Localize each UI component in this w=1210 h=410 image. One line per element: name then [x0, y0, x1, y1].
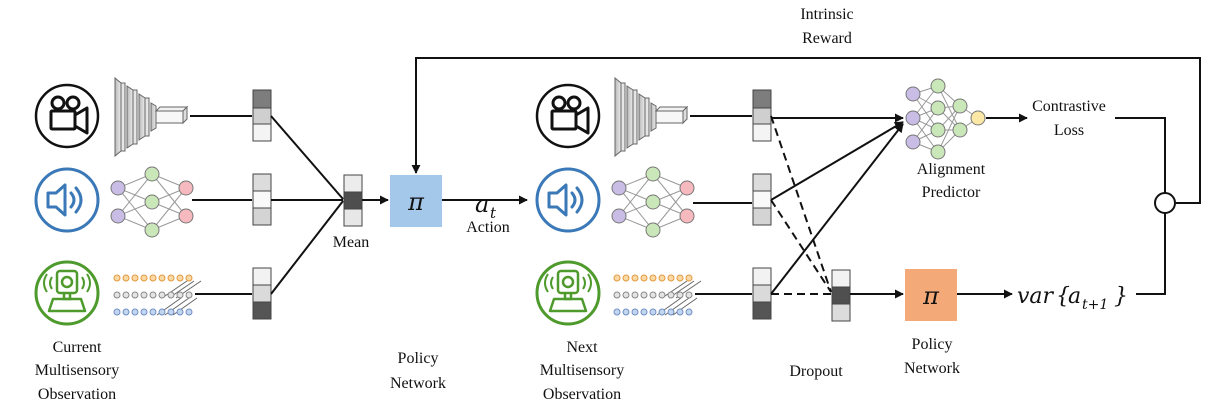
- camera-icon: [34, 83, 100, 149]
- policy-network-label-right-2: Network: [904, 360, 960, 377]
- connector: [270, 200, 344, 295]
- policy-network-label-left-1: Policy: [398, 350, 439, 367]
- cnn-encoder-current: [114, 77, 188, 157]
- next-obs-label-2: Multisensory: [540, 362, 624, 379]
- current-obs-label-1: Current: [53, 339, 102, 356]
- combine-node: [1154, 192, 1176, 214]
- feature-vector-tactile-next: [752, 267, 772, 320]
- alignment-predictor-network: [905, 78, 986, 160]
- policy-network-box-left: [390, 175, 442, 227]
- dropout-vector: [831, 269, 851, 322]
- feature-vector-tactile: [252, 267, 272, 320]
- intrinsic-reward-label-1: Intrinsic: [800, 6, 853, 23]
- arrow: [770, 121, 904, 201]
- pi-symbol-left: π: [407, 188, 425, 216]
- connector: [270, 115, 344, 200]
- dropout-connector: [770, 199, 832, 293]
- dropout-label: Dropout: [789, 363, 843, 380]
- next-obs-label-3: Observation: [543, 386, 621, 403]
- policy-network-label-right-1: Policy: [912, 336, 953, 353]
- tactile-encoder-current: [113, 274, 202, 316]
- policy-network-label-left-2: Network: [390, 375, 446, 392]
- current-obs-label-2: Multisensory: [35, 362, 119, 379]
- alignment-predictor-label-2: Predictor: [922, 184, 981, 201]
- current-obs-label-3: Observation: [38, 386, 116, 403]
- feature-vector-visual-next: [752, 89, 772, 142]
- robot-sensor-icon: [34, 260, 100, 326]
- var-close-brace: }: [1114, 284, 1128, 309]
- arrow: [770, 123, 904, 295]
- contrastive-loss-label-2: Loss: [1054, 122, 1084, 139]
- contrastive-loss-label-1: Contrastive: [1032, 98, 1106, 115]
- var-symbol: a: [1068, 284, 1081, 309]
- dropout-connector: [770, 115, 832, 293]
- mlp-encoder-next: [611, 166, 695, 238]
- connector: [1115, 117, 1166, 193]
- mlp-encoder-current: [110, 166, 194, 238]
- policy-network-box-right: [905, 269, 957, 321]
- tactile-encoder-next: [613, 274, 702, 316]
- next-obs-label-1: Next: [566, 339, 598, 356]
- intrinsic-reward-loop: [411, 57, 1201, 204]
- robot-sensor-icon: [535, 260, 601, 326]
- mean-label: Mean: [333, 234, 369, 251]
- var-prefix: var: [1017, 284, 1055, 309]
- feature-vector-visual: [252, 89, 272, 142]
- var-open-brace: {: [1056, 284, 1070, 309]
- connector: [1136, 213, 1166, 295]
- mean-vector: [343, 174, 363, 227]
- speaker-icon: [34, 167, 100, 233]
- alignment-predictor-label-1: Alignment: [917, 161, 986, 178]
- action-label: Action: [466, 219, 510, 236]
- var-subscript: t+1: [1082, 297, 1108, 313]
- intrinsic-reward-label-2: Reward: [802, 30, 852, 47]
- feature-vector-audio-next: [752, 173, 772, 226]
- cnn-encoder-next: [614, 77, 688, 157]
- camera-icon: [535, 83, 601, 149]
- speaker-icon: [535, 167, 601, 233]
- action-symbol: a: [475, 190, 489, 218]
- pi-symbol-right: π: [922, 282, 940, 310]
- action-subscript: t: [490, 204, 497, 222]
- feature-vector-audio: [252, 173, 272, 226]
